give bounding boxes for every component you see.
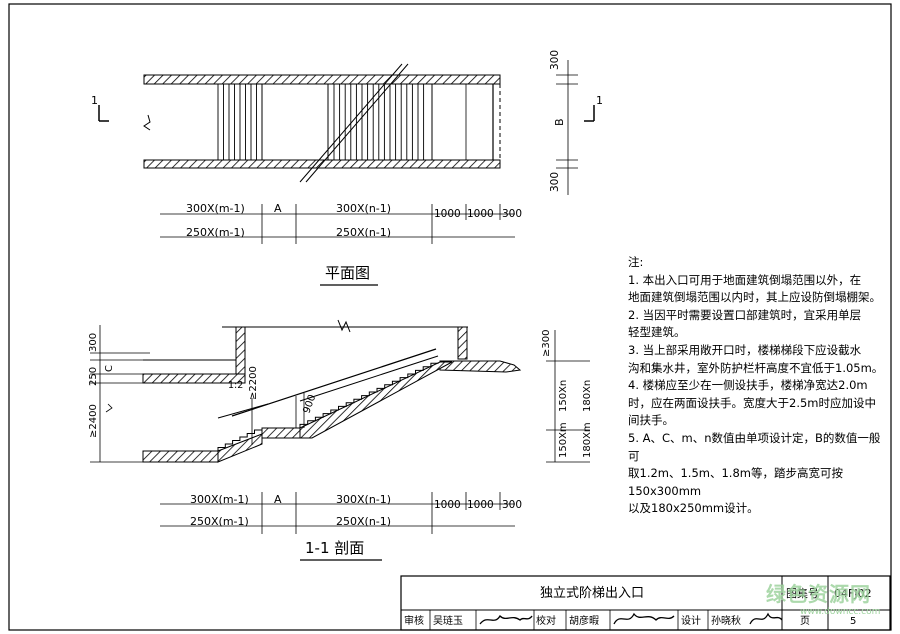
- watermark: 绿色资源网: [766, 582, 871, 606]
- note-line: 轻型建筑。: [628, 325, 686, 340]
- plan-dim-300-end: 300: [502, 208, 522, 220]
- notes-heading: 注:: [628, 255, 644, 269]
- reviewer-label: 审核: [404, 614, 424, 627]
- watermark-url: www.downcc.com: [800, 607, 881, 617]
- stair-step-outline: [217, 429, 262, 451]
- designer-signature: [749, 612, 783, 625]
- plan-dim-250xn: 250X(n-1): [336, 226, 391, 239]
- plan-section-mark-label-right: 1: [596, 94, 603, 107]
- section-dim-250xm: 250X(m-1): [190, 515, 249, 528]
- designer-name: 孙晓秋: [711, 614, 741, 627]
- section-handrail-lower: [217, 403, 269, 419]
- plan-section-mark-right: 1: [584, 94, 603, 122]
- stair-step-outline: [299, 362, 439, 428]
- note-line: 4. 楼梯应至少在一侧设扶手，楼梯净宽达2.0m: [628, 378, 868, 393]
- section-entry-slab: [439, 360, 522, 373]
- note-line: 沟和集水井，室外防护栏杆高度不宜低于1.05m。: [628, 360, 884, 375]
- designer-label: 设计: [681, 614, 701, 627]
- plan-dim-300-bottom: 300: [549, 172, 561, 192]
- note-line: 以及180x250mm设计。: [628, 501, 759, 516]
- section-dim-300-right: ≥300: [541, 330, 552, 357]
- section-dim-300-end: 300: [502, 499, 522, 511]
- plan-cut-line: [299, 63, 403, 183]
- plan-dim-1000-a: 1000: [434, 208, 461, 220]
- section-dim-1000-b: 1000: [467, 499, 494, 511]
- atlas-number-label: 图集号: [786, 586, 819, 600]
- section-stair-flight-upper: [299, 361, 453, 439]
- page-label: 页: [800, 615, 810, 627]
- section-entry-wall: [457, 326, 468, 360]
- section-slope-label: 1:2: [228, 380, 243, 391]
- notes-block: 注: 1. 本出入口可用于地面建筑倒塌范围以外，在 地面建筑倒塌范围以内时，其上…: [628, 254, 890, 518]
- note-line: 5. A、C、m、n数值由单项设计定，B的数值一般可: [628, 430, 881, 463]
- drawing-name: 独立式阶梯出入口: [540, 586, 644, 601]
- section-right-dimensions: ≥300 150Xn 180Xn 150Xm 180Xm: [541, 330, 593, 463]
- plan-section-mark-left: 1: [91, 94, 109, 122]
- page-number: 5: [850, 616, 856, 627]
- section-bottom-dimensions: 300X(m-1) A 300X(n-1) 1000 1000 300 250X…: [160, 492, 522, 534]
- section-dim-300xm: 300X(m-1): [190, 493, 249, 506]
- note-line: 取1.2m、1.5m、1.8m等，踏步高宽可按150x300mm: [628, 466, 843, 498]
- note-line: 间扶手。: [628, 413, 674, 428]
- plan-view: 1 1 300 B 300 300X(m-1) A: [91, 50, 603, 286]
- section-floor-slab: [142, 450, 219, 463]
- title-block: 独立式阶梯出入口 图集号 04FJ02 审核 吴琏玉 校对 胡彦暇 设计 孙晓秋…: [400, 575, 891, 631]
- plan-stair-treads-upper: [217, 84, 257, 160]
- plan-dim-300xn: 300X(n-1): [336, 202, 391, 215]
- section-roof-slab: [142, 373, 246, 384]
- section-title: 1-1 剖面: [305, 539, 364, 557]
- note-line: 地面建筑倒塌范围以内时，其上应设防倒塌棚架。: [628, 290, 881, 305]
- section-dim-180xm: 180Xm: [582, 422, 593, 458]
- plan-wall-top: [143, 74, 501, 85]
- section-left-dimensions: 300 250 C ≥2400: [88, 325, 150, 463]
- section-dim-300-left: 300: [88, 333, 99, 352]
- section-stair-flight-lower: [217, 433, 263, 463]
- section-view: 1:2 ≥2200 900 300 250 C ≥2400 ≥300 150Xn…: [88, 319, 593, 561]
- note-line: 3. 当上部采用敞开口时，楼梯梯段下应设截水: [628, 342, 862, 357]
- checker-label: 校对: [536, 614, 556, 627]
- section-dim-1000-a: 1000: [434, 499, 461, 511]
- plan-dim-300-top: 300: [549, 50, 561, 70]
- note-line: 1. 本出入口可用于地面建筑倒塌范围以外，在: [628, 272, 862, 287]
- section-dim-250-left: 250: [88, 367, 99, 386]
- section-dim-150xn: 150Xn: [558, 380, 569, 412]
- note-line: 时，应在两面设扶手。宽度大于2.5m时应加设中: [628, 395, 876, 410]
- plan-title: 平面图: [325, 264, 370, 282]
- section-step-profile: [217, 362, 439, 451]
- checker-name: 胡彦暇: [569, 614, 599, 627]
- section-dim-150xm: 150Xm: [558, 422, 569, 458]
- section-dim-C: C: [104, 365, 115, 372]
- plan-dim-1000-b: 1000: [467, 208, 494, 220]
- reviewer-signature: [479, 614, 533, 625]
- section-landing: [261, 427, 301, 439]
- atlas-number: 04FJ02: [834, 587, 872, 600]
- plan-dim-A: A: [274, 202, 282, 215]
- checker-signature: [613, 612, 675, 625]
- section-clearance-label: ≥2200: [248, 366, 259, 400]
- reviewer-name: 吴琏玉: [433, 614, 463, 627]
- note-line: 2. 当因平时需要设置口部建筑时，宜采用单层: [628, 307, 862, 322]
- plan-bottom-dimensions: 300X(m-1) A 300X(n-1) 1000 1000 300 250X…: [160, 202, 522, 244]
- section-dim-180xn: 180Xn: [582, 380, 593, 412]
- section-dim-2400: ≥2400: [88, 404, 99, 438]
- plan-dim-B: B: [553, 118, 566, 126]
- plan-dim-300xm: 300X(m-1): [186, 202, 245, 215]
- section-dim-A: A: [274, 493, 282, 506]
- plan-section-mark-label-left: 1: [91, 94, 98, 107]
- plan-stair-treads-lower: [333, 84, 425, 160]
- section-dim-300xn: 300X(n-1): [336, 493, 391, 506]
- plan-right-dimensions: 300 B 300: [549, 50, 578, 195]
- plan-dim-250xm: 250X(m-1): [186, 226, 245, 239]
- section-dim-250xn: 250X(n-1): [336, 515, 391, 528]
